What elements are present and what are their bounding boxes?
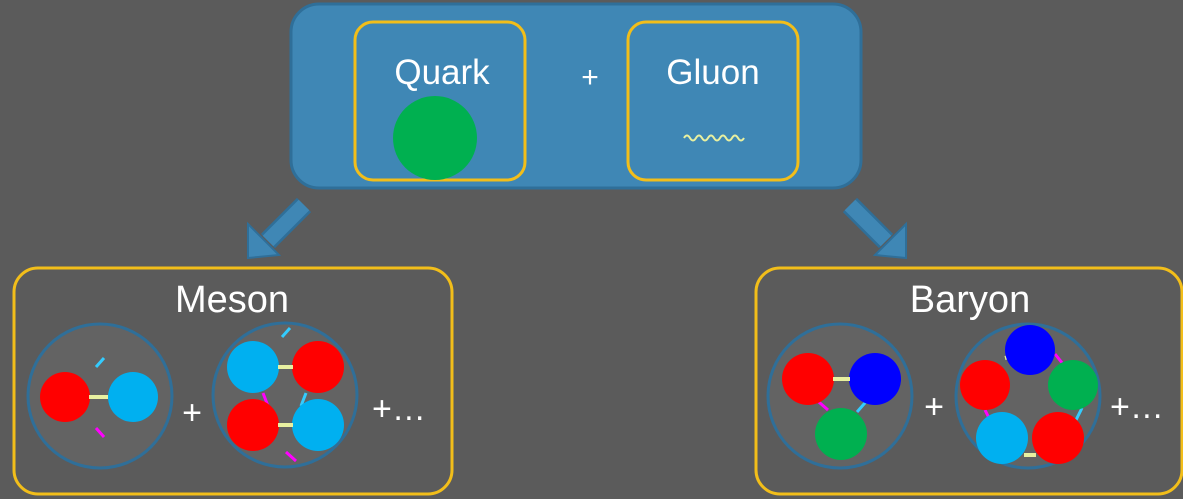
arrow-right-icon xyxy=(842,197,907,260)
baryon-simple xyxy=(766,322,914,470)
baryon-box xyxy=(754,266,1183,496)
meson-complex xyxy=(211,321,359,469)
baryon-complex xyxy=(954,322,1102,470)
gluon-squiggle xyxy=(683,134,745,142)
baryon-ellipsis: +… xyxy=(1110,388,1164,426)
baryon-plus: + xyxy=(924,388,944,426)
top-box xyxy=(289,2,863,190)
arrow-left-icon xyxy=(247,197,312,260)
quark-box xyxy=(353,20,527,182)
top-plus: + xyxy=(581,61,599,94)
quark-label: Quark xyxy=(394,53,490,92)
meson-simple xyxy=(26,322,174,470)
green-quark xyxy=(393,96,477,180)
meson-ellipsis: +… xyxy=(372,390,426,428)
meson-box xyxy=(12,266,454,496)
gluon-label: Gluon xyxy=(666,53,759,92)
baryon-title: Baryon xyxy=(910,279,1030,321)
meson-plus: + xyxy=(182,394,202,432)
gluon-box xyxy=(626,20,800,182)
meson-title: Meson xyxy=(175,279,289,321)
